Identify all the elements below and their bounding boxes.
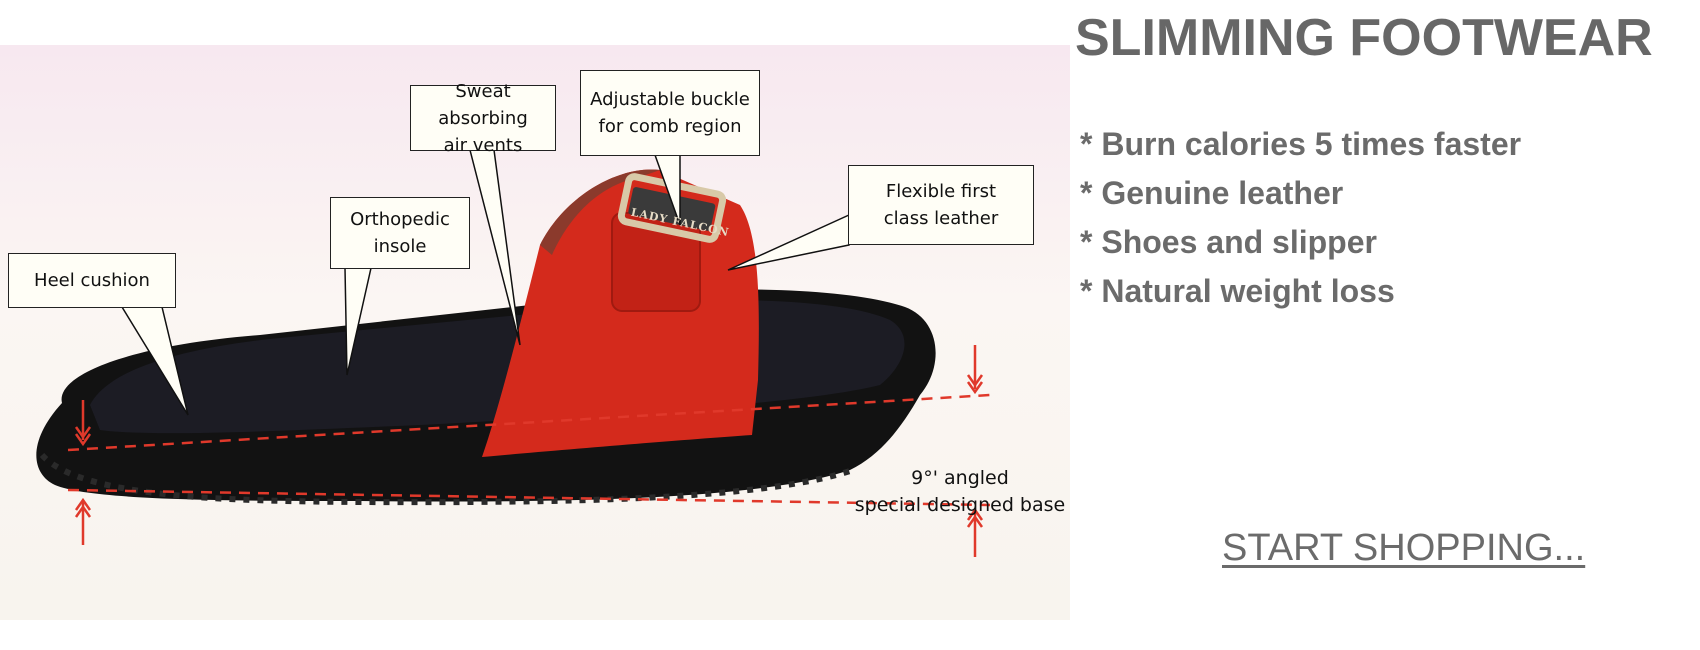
callout-buckle-line2: for comb region	[598, 116, 742, 137]
callout-buckle-line1: Adjustable buckle	[590, 89, 750, 110]
callout-flexible-leather: Flexible first class leather	[848, 165, 1034, 245]
feature-item: * Genuine leather	[1080, 175, 1344, 211]
page-title: SLIMMING FOOTWEAR	[1075, 9, 1653, 67]
guide-bottom	[67, 488, 991, 507]
callout-heel-text: Heel cushion	[34, 270, 150, 291]
feature-item: * Shoes and slipper	[1080, 224, 1377, 260]
guide-top	[67, 393, 991, 452]
feature-list: * Burn calories 5 times faster * Genuine…	[1080, 120, 1521, 316]
callout-adjustable-buckle: Adjustable buckle for comb region	[580, 70, 760, 156]
callout-vents-line2: air vents	[443, 134, 523, 156]
feature-item: * Natural weight loss	[1080, 273, 1395, 309]
callout-leather-line1: Flexible first	[885, 181, 997, 202]
angle-note: 9°' angled special designed base	[850, 465, 1070, 519]
angle-note-line2: special designed base	[854, 494, 1066, 516]
callout-vents-line1: Sweat absorbing	[438, 80, 528, 129]
callout-insole-line1: Orthopedic	[350, 209, 450, 230]
callout-leather-line2: class leather	[883, 208, 999, 229]
sandal-illustration	[36, 149, 991, 557]
product-image: LADY FALCON Heel cushion Orthopedic inso…	[0, 45, 1070, 620]
angle-note-line1: 9°' angled	[911, 467, 1009, 489]
feature-item: * Burn calories 5 times faster	[1080, 126, 1522, 162]
callout-air-vents: Sweat absorbing air vents	[410, 81, 556, 156]
callout-heel-cushion: Heel cushion	[8, 253, 176, 308]
callout-orthopedic-insole: Orthopedic insole	[330, 197, 470, 269]
start-shopping-link[interactable]: START SHOPPING...	[1222, 527, 1586, 569]
callout-insole-line2: insole	[373, 236, 427, 257]
